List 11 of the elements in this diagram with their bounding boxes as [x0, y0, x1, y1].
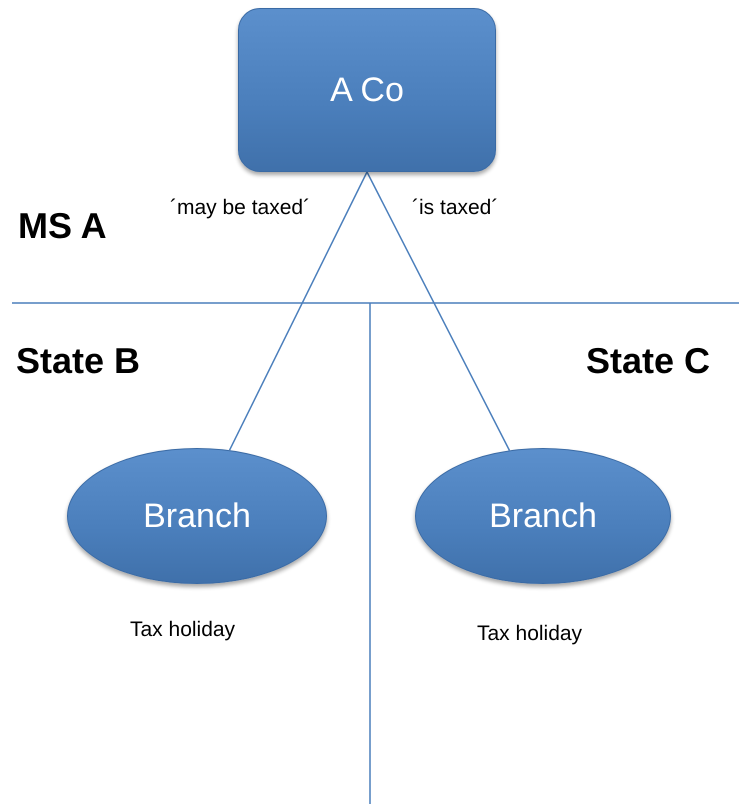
region-label: State C: [586, 340, 710, 382]
connector-line: [228, 172, 368, 450]
node-text: Branch: [143, 496, 251, 536]
region-label: MS A: [18, 205, 107, 247]
region-label: State B: [16, 340, 140, 382]
node-text: Branch: [489, 496, 597, 536]
node-caption: Tax holiday: [477, 622, 582, 646]
node-caption: Tax holiday: [130, 618, 236, 642]
rounded-box: [238, 8, 496, 172]
connector-line: [366, 172, 510, 451]
node-text: A Co: [330, 70, 404, 110]
